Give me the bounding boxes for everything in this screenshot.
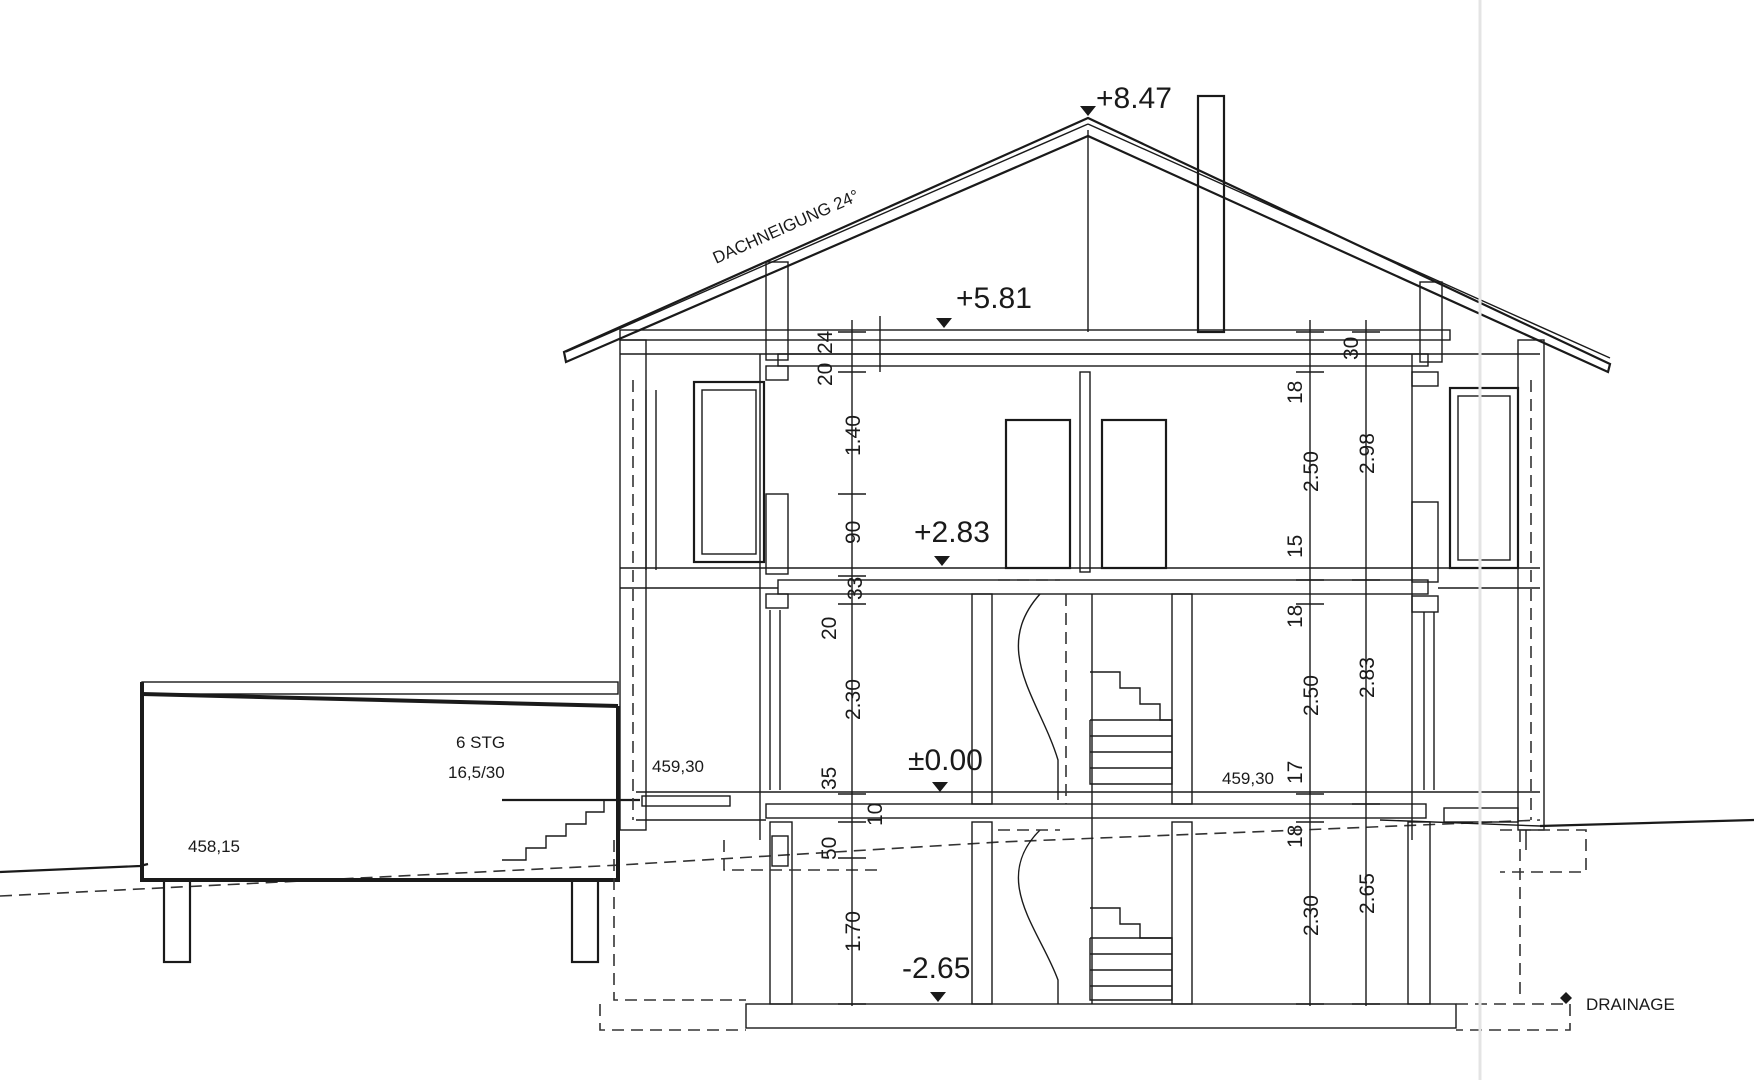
ground-slab (636, 791, 1540, 823)
svg-text:10: 10 (864, 803, 887, 826)
basement (599, 821, 1587, 1031)
spot-height-garage: 458,15 (188, 837, 240, 856)
svg-text:2.83: 2.83 (1356, 657, 1379, 698)
drainage-label: DRAINAGE (1586, 995, 1675, 1014)
stair-note-line2: 16,5/30 (448, 763, 505, 782)
drainage-marker (1560, 992, 1572, 1004)
dims-left: 24 20 1.40 90 33 20 2.30 35 10 50 1.70 (814, 330, 887, 952)
level-markers (930, 106, 1096, 1002)
outer-walls (619, 339, 1545, 840)
svg-text:90: 90 (842, 521, 865, 544)
stairs (998, 579, 1173, 1004)
svg-text:2.98: 2.98 (1356, 433, 1379, 474)
svg-text:18: 18 (1284, 381, 1307, 404)
level-ground: ±0.00 (908, 744, 983, 777)
svg-text:17: 17 (1284, 761, 1307, 784)
svg-text:2.65: 2.65 (1356, 873, 1379, 914)
level-ridge: +8.47 (1096, 82, 1172, 115)
svg-text:18: 18 (1284, 825, 1307, 848)
svg-text:2.50: 2.50 (1300, 451, 1323, 492)
level-basement: -2.65 (902, 952, 970, 985)
upper-slab (620, 567, 1540, 595)
level-attic: +5.81 (956, 282, 1032, 315)
svg-text:24: 24 (814, 330, 837, 354)
svg-text:2.30: 2.30 (842, 679, 865, 720)
level-upper: +2.83 (914, 516, 990, 549)
dims-right-totals: 2.98 2.83 2.65 (1356, 433, 1379, 914)
svg-text:35: 35 (818, 767, 841, 790)
svg-text:30: 30 (1340, 337, 1363, 360)
svg-text:1.40: 1.40 (842, 415, 865, 456)
svg-text:50: 50 (818, 837, 841, 860)
spot-height-entry-left: 459,30 (652, 757, 704, 776)
spot-height-entry-right: 459,30 (1222, 769, 1274, 788)
attic-slab (619, 329, 1540, 367)
stair-note-line1: 6 STG (456, 733, 505, 752)
svg-text:2.30: 2.30 (1300, 895, 1323, 936)
svg-text:33: 33 (844, 577, 867, 600)
windows (645, 380, 1520, 790)
svg-text:2.50: 2.50 (1300, 675, 1323, 716)
svg-text:20: 20 (818, 617, 841, 640)
dims-right: 30 18 2.50 15 18 2.50 17 18 2.30 (1284, 337, 1363, 936)
roof (562, 94, 1612, 374)
dimension-lines (838, 316, 1380, 1006)
svg-text:18: 18 (1284, 605, 1307, 628)
terrain (0, 818, 1754, 897)
garage (140, 681, 640, 964)
svg-text:15: 15 (1284, 535, 1307, 558)
svg-text:20: 20 (814, 363, 837, 386)
svg-text:1.70: 1.70 (842, 911, 865, 952)
